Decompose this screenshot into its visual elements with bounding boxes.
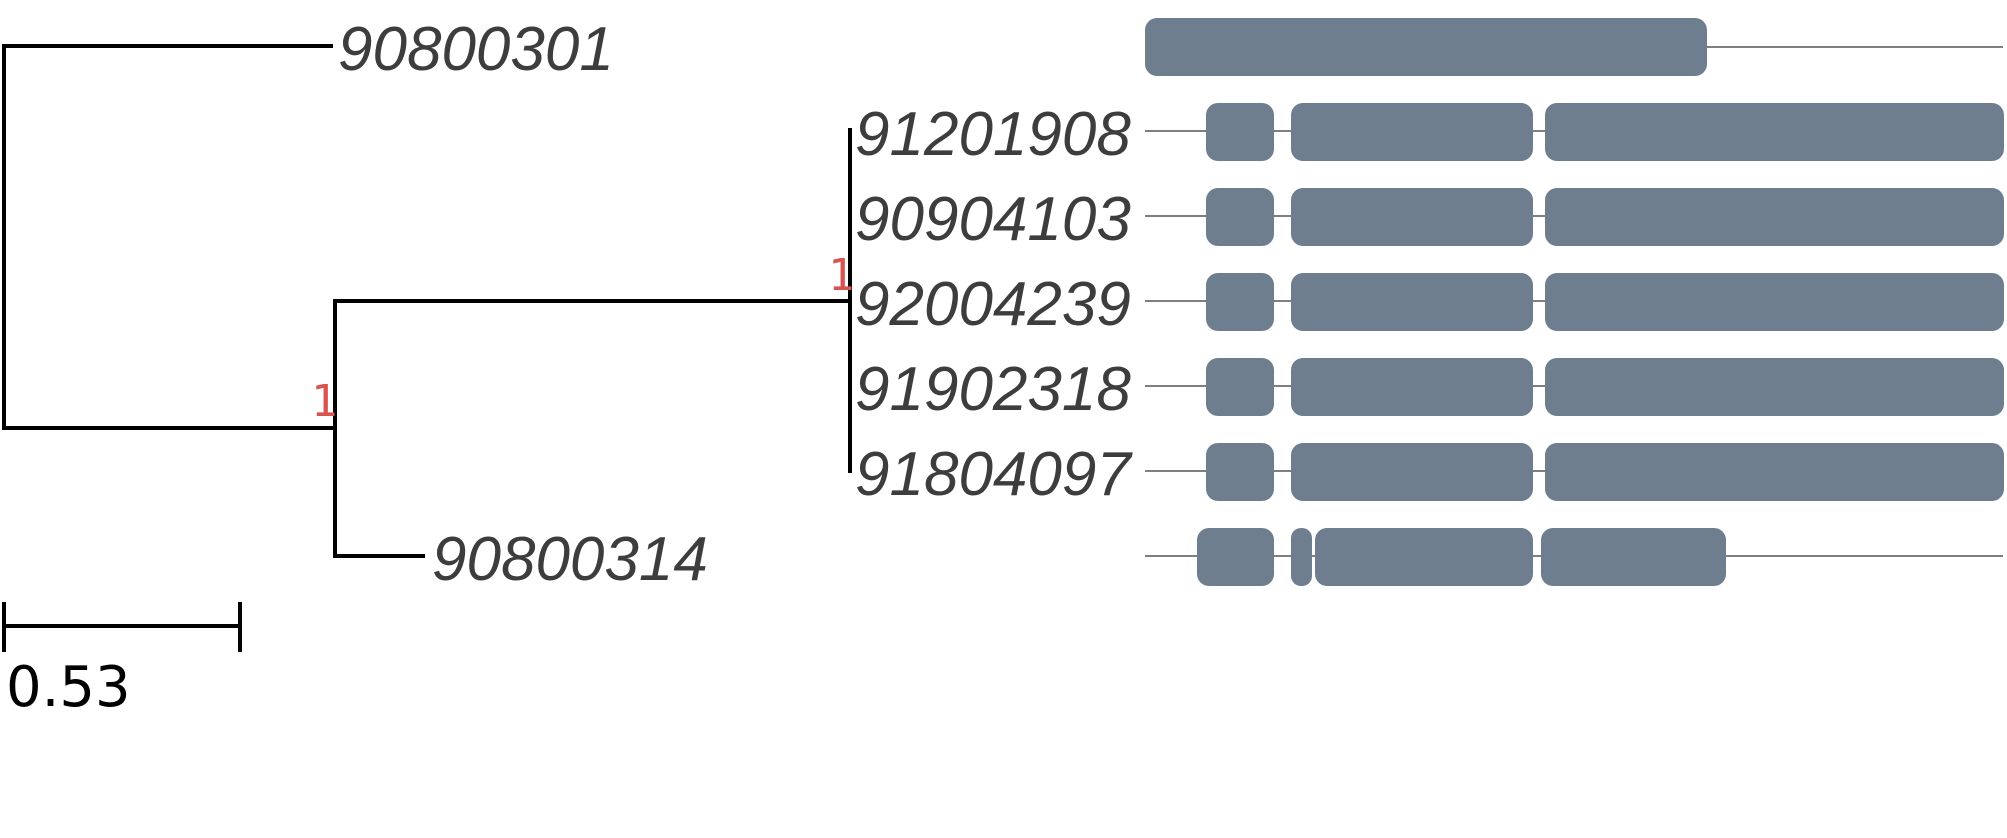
leaf-label-91804097: 91804097 — [855, 440, 1133, 509]
domain-block — [1545, 103, 2004, 161]
domain-track-92004239 — [1145, 273, 2004, 331]
domain-block — [1145, 18, 1707, 76]
leaf-label-91201908: 91201908 — [855, 100, 1131, 169]
domain-block — [1206, 103, 1274, 161]
domain-block — [1545, 188, 2004, 246]
domain-block — [1291, 188, 1533, 246]
domain-track-90800301 — [1145, 18, 2003, 76]
domain-block — [1291, 273, 1533, 331]
domain-block — [1291, 528, 1312, 586]
domain-block — [1206, 443, 1274, 501]
leaf-label-91902318: 91902318 — [855, 355, 1131, 424]
scale-bar: 0.53 — [2, 602, 242, 720]
domain-block — [1206, 188, 1274, 246]
leaf-label-90904103: 90904103 — [855, 185, 1131, 254]
support-value-inner-clade: 1 — [828, 250, 855, 301]
domain-block — [1545, 358, 2004, 416]
domain-block — [1545, 443, 2004, 501]
tree-branches — [2, 44, 852, 558]
domain-block — [1315, 528, 1533, 586]
leaf-label-90800314: 90800314 — [432, 525, 708, 594]
domain-track-90904103 — [1145, 188, 2004, 246]
domain-track-91804097 — [1145, 443, 2004, 501]
domain-block — [1291, 443, 1533, 501]
domain-track-90800314 — [1145, 528, 2003, 586]
domain-block — [1206, 358, 1274, 416]
domain-block — [1206, 273, 1274, 331]
leaf-labels: 90800301 91201908 90904103 92004239 9190… — [338, 15, 1133, 594]
domain-block — [1291, 358, 1533, 416]
domain-block — [1545, 273, 2004, 331]
domain-track-91902318 — [1145, 358, 2004, 416]
scale-bar-label: 0.53 — [6, 655, 131, 720]
domain-block — [1291, 103, 1533, 161]
domain-tracks — [1145, 18, 2004, 586]
domain-track-91201908 — [1145, 103, 2004, 161]
leaf-label-90800301: 90800301 — [338, 15, 614, 84]
support-value-root-clade: 1 — [311, 376, 338, 427]
domain-block — [1541, 528, 1726, 586]
domain-block — [1197, 528, 1274, 586]
leaf-label-92004239: 92004239 — [855, 270, 1131, 339]
